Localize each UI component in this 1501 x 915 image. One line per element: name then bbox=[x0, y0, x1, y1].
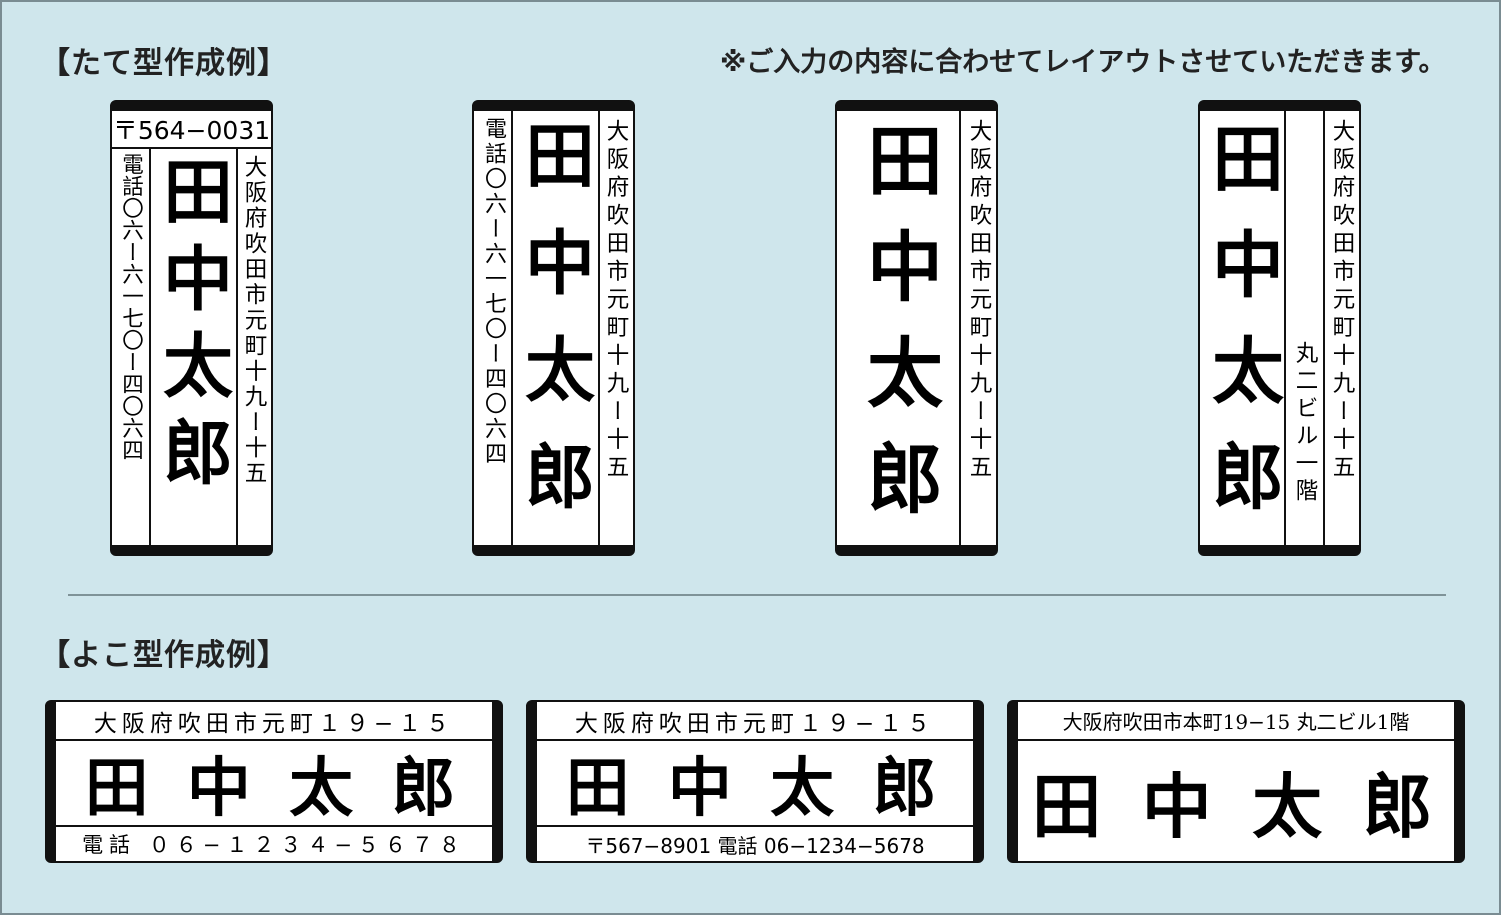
name-column: 田中太郎 bbox=[854, 121, 943, 545]
horizontal-stamp-2: 大阪府吹田市元町１９−１５ 田 中 太 郎 〒567−8901 電話 06−12… bbox=[526, 700, 984, 863]
vertical-stamp-2: 電話〇六ー六一七〇ー四〇六四 田中太郎 大阪府吹田市元町十九ー十五 bbox=[472, 100, 635, 556]
divider bbox=[1018, 739, 1454, 741]
yoko-heading: 【よこ型作成例】 bbox=[40, 638, 288, 673]
name-column: 田中太郎 bbox=[513, 119, 597, 547]
address-column: 大阪府吹田市元町十九ー十五 bbox=[1329, 119, 1355, 483]
divider bbox=[56, 739, 492, 741]
divider bbox=[236, 147, 238, 545]
address-column: 大阪府吹田市元町十九ー十五 bbox=[966, 119, 992, 483]
phone-column: 電話〇六ー六一七〇ー四〇六四 bbox=[118, 153, 144, 461]
divider bbox=[537, 739, 973, 741]
name-row: 田 中 太 郎 bbox=[84, 751, 464, 826]
tate-heading: 【たて型作成例】 bbox=[40, 46, 288, 81]
divider bbox=[112, 147, 271, 149]
divider bbox=[1323, 111, 1325, 545]
name-column: 田中太郎 bbox=[1199, 121, 1285, 545]
name-column: 田中太郎 bbox=[151, 155, 235, 503]
section-divider bbox=[68, 594, 1446, 596]
divider bbox=[511, 111, 513, 545]
divider bbox=[149, 147, 151, 545]
building-column: 丸二ビル一階 bbox=[1292, 341, 1318, 506]
phone-column: 電話〇六ー六一七〇ー四〇六四 bbox=[481, 117, 506, 467]
address-column: 大阪府吹田市元町十九ー十五 bbox=[603, 119, 629, 483]
vertical-stamp-4: 田中太郎 丸二ビル一階 大阪府吹田市元町十九ー十五 bbox=[1198, 100, 1361, 556]
zip-code: 〒564−0031 bbox=[112, 116, 271, 145]
divider bbox=[56, 825, 492, 827]
horizontal-stamp-3: 大阪府吹田市本町19−15 丸二ビル1階 田 中 太 郎 bbox=[1007, 700, 1465, 863]
layout-note: ※ご入力の内容に合わせてレイアウトさせていただきます。 bbox=[720, 47, 1446, 78]
phone-row: 電話 ０６−１２３４−５６７８ bbox=[82, 833, 466, 857]
divider bbox=[1284, 111, 1286, 545]
name-row: 田 中 太 郎 bbox=[565, 751, 945, 826]
vertical-stamp-3: 田中太郎 大阪府吹田市元町十九ー十五 bbox=[835, 100, 998, 556]
horizontal-stamp-1: 大阪府吹田市元町１９−１５ 田 中 太 郎 電話 ０６−１２３４−５６７８ bbox=[45, 700, 503, 863]
address-column: 大阪府吹田市元町十九ー十五 bbox=[241, 155, 267, 487]
address-row: 大阪府吹田市元町１９−１５ bbox=[574, 710, 936, 737]
zip-phone-row: 〒567−8901 電話 06−1234−5678 bbox=[585, 833, 925, 858]
divider bbox=[959, 111, 961, 545]
divider bbox=[537, 825, 973, 827]
address-row: 大阪府吹田市元町１９−１５ bbox=[93, 710, 455, 737]
address-row: 大阪府吹田市本町19−15 丸二ビル1階 bbox=[1062, 710, 1410, 734]
vertical-stamp-1: 〒564−0031 電話〇六ー六一七〇ー四〇六四 田中太郎 大阪府吹田市元町十九… bbox=[110, 100, 273, 556]
divider bbox=[598, 111, 600, 545]
name-row: 田 中 太 郎 bbox=[1031, 764, 1441, 848]
